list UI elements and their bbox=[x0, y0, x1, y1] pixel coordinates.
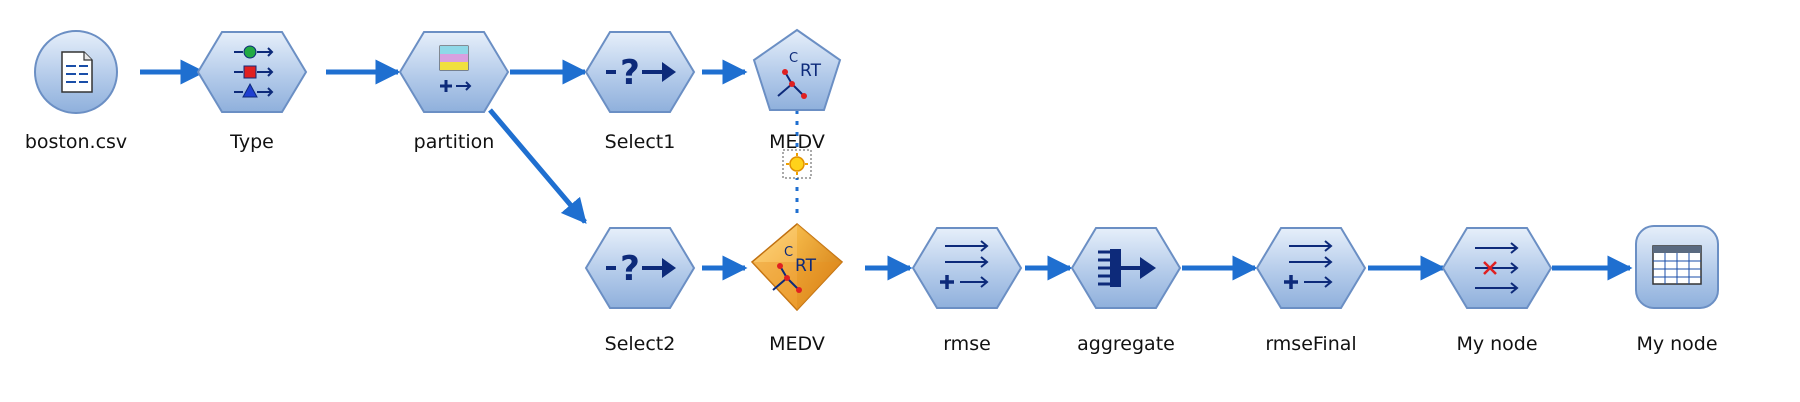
partition-icon bbox=[439, 45, 472, 92]
svg-text:RT: RT bbox=[800, 61, 822, 81]
node-rmse[interactable]: rmse bbox=[911, 227, 1023, 355]
select-icon: ? bbox=[606, 249, 676, 289]
node-label: Select1 bbox=[605, 131, 676, 153]
node-rmsefinal[interactable]: rmseFinal bbox=[1255, 227, 1367, 355]
filter-icon bbox=[1475, 242, 1519, 294]
connection-partition-select2[interactable] bbox=[488, 108, 587, 224]
node-label: rmse bbox=[943, 333, 991, 355]
cart-tree-icon: C RT bbox=[772, 245, 817, 293]
aggregate-icon bbox=[1098, 249, 1156, 287]
node-label: rmseFinal bbox=[1265, 333, 1356, 355]
node-label: Type bbox=[229, 131, 274, 153]
node-select1[interactable]: ? Select1 bbox=[584, 31, 696, 153]
node-label: Select2 bbox=[605, 333, 676, 355]
node-boston-csv[interactable]: boston.csv bbox=[25, 30, 127, 153]
type-icon bbox=[234, 45, 274, 98]
svg-text:C: C bbox=[789, 51, 798, 66]
select-icon: ? bbox=[606, 53, 676, 93]
node-my-node-filter[interactable]: My node bbox=[1441, 227, 1553, 355]
node-type[interactable]: Type bbox=[196, 31, 308, 153]
node-label: MEDV bbox=[769, 333, 825, 355]
svg-text:RT: RT bbox=[795, 256, 817, 276]
derive-icon bbox=[1284, 240, 1333, 289]
node-label: My node bbox=[1456, 333, 1537, 355]
node-select2[interactable]: ? Select2 bbox=[584, 227, 696, 355]
node-medv-nugget[interactable]: C RT MEDV bbox=[750, 223, 844, 355]
node-label: MEDV bbox=[769, 131, 825, 153]
connections bbox=[140, 59, 1633, 281]
node-label: aggregate bbox=[1077, 333, 1175, 355]
node-label: partition bbox=[414, 131, 495, 153]
model-link bbox=[782, 110, 812, 215]
file-source-icon bbox=[61, 51, 93, 93]
derive-icon bbox=[940, 240, 989, 289]
node-label: boston.csv bbox=[25, 131, 127, 153]
cart-tree-icon: C RT bbox=[777, 51, 822, 99]
node-label: My node bbox=[1636, 333, 1717, 355]
node-my-node-table[interactable]: My node bbox=[1635, 225, 1719, 355]
table-icon bbox=[1652, 245, 1702, 285]
node-partition[interactable]: partition bbox=[398, 31, 510, 153]
node-medv-model[interactable]: C RT MEDV bbox=[752, 28, 842, 153]
svg-text:?: ? bbox=[620, 249, 640, 289]
svg-text:?: ? bbox=[620, 53, 640, 93]
node-aggregate[interactable]: aggregate bbox=[1070, 227, 1182, 355]
svg-text:C: C bbox=[784, 245, 793, 260]
